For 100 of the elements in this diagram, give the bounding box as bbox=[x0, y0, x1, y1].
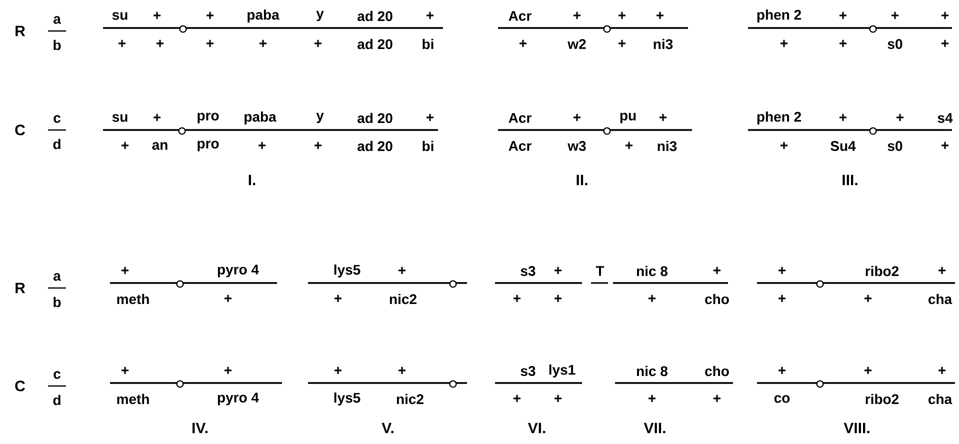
gene-label: s3 bbox=[520, 366, 536, 376]
gene-label: co bbox=[774, 395, 790, 403]
gene-label: lys5 bbox=[334, 264, 360, 278]
gene-label: cha bbox=[928, 294, 952, 304]
gene-label: + bbox=[864, 294, 872, 302]
gene-label: pro bbox=[198, 140, 219, 152]
gene-label: Acr bbox=[508, 141, 532, 151]
gene-label: bi bbox=[422, 38, 434, 50]
gene-label: su bbox=[112, 12, 128, 20]
gene-label: + bbox=[618, 40, 626, 47]
gene-label: + bbox=[938, 266, 946, 274]
gene-label: ni3 bbox=[658, 140, 677, 152]
gene-label: + bbox=[892, 12, 899, 19]
gene-label: + bbox=[714, 394, 721, 402]
gene-label: ad 20 bbox=[358, 112, 392, 124]
gene-label: y bbox=[316, 10, 324, 22]
chromosome-number: IV. bbox=[192, 422, 208, 434]
gene-label: y bbox=[316, 112, 324, 124]
gene-label: + bbox=[154, 12, 161, 19]
row-letter: C bbox=[15, 124, 25, 136]
gene-label: + bbox=[520, 40, 527, 47]
gene-label: + bbox=[398, 266, 406, 274]
chromosome-number: I. bbox=[248, 174, 256, 186]
fraction-letter: b bbox=[54, 40, 61, 50]
row-letter: R bbox=[16, 26, 26, 36]
chromosome-number: III. bbox=[842, 174, 858, 186]
fraction-letter: c bbox=[54, 371, 60, 379]
gene-label: Su4 bbox=[830, 141, 856, 151]
fraction-letter: b bbox=[54, 296, 61, 308]
gene-label: + bbox=[224, 366, 232, 374]
gene-label: meth bbox=[117, 294, 149, 304]
gene-label: + bbox=[122, 266, 129, 274]
gene-label: ni3 bbox=[654, 38, 673, 50]
fraction-letter: d bbox=[53, 138, 60, 150]
chromosome-number: II. bbox=[576, 174, 588, 186]
gene-label: + bbox=[660, 114, 667, 121]
gene-label: ribo2 bbox=[866, 266, 899, 276]
gene-label: + bbox=[648, 394, 656, 402]
gene-label: nic 8 bbox=[636, 366, 668, 376]
gene-label: + bbox=[896, 114, 904, 121]
gene-label: lys5 bbox=[334, 392, 360, 406]
gene-label: su bbox=[112, 114, 128, 122]
gene-label: + bbox=[154, 114, 161, 121]
gene-label: phen 2 bbox=[757, 9, 801, 23]
gene-label: + bbox=[778, 294, 786, 302]
gene-label: an bbox=[152, 142, 168, 150]
translocation-label: T bbox=[591, 266, 608, 284]
gene-label: + bbox=[206, 40, 214, 47]
fraction-letter: d bbox=[53, 394, 60, 406]
gene-label: + bbox=[574, 114, 581, 121]
gene-label: + bbox=[206, 12, 214, 19]
gene-label: s4 bbox=[938, 113, 953, 123]
gene-label: + bbox=[780, 40, 788, 47]
gene-label: nic2 bbox=[390, 294, 416, 304]
gene-label: + bbox=[314, 40, 322, 47]
gene-label: + bbox=[398, 366, 406, 374]
gene-label: lys1 bbox=[549, 364, 576, 378]
gene-label: paba bbox=[248, 9, 280, 23]
gene-label: nic2 bbox=[396, 394, 424, 404]
gene-label: cho bbox=[705, 294, 729, 304]
gene-label: + bbox=[778, 366, 786, 374]
gene-label: + bbox=[840, 114, 847, 121]
gene-label: + bbox=[334, 294, 342, 302]
chromosome-number: V. bbox=[382, 422, 394, 434]
chromosome-number: VIII. bbox=[844, 422, 870, 434]
gene-label: + bbox=[122, 142, 129, 149]
fraction-letter: a bbox=[54, 16, 61, 24]
gene-label: + bbox=[156, 40, 164, 47]
gene-label: + bbox=[942, 142, 949, 149]
gene-label: + bbox=[554, 294, 562, 302]
chromosome-number: VII. bbox=[644, 422, 666, 434]
gene-label: Acr bbox=[508, 11, 532, 21]
gene-label: + bbox=[626, 142, 633, 149]
gene-label: + bbox=[314, 142, 322, 149]
fraction-letter: c bbox=[54, 115, 60, 123]
gene-label: + bbox=[648, 294, 656, 302]
row-letter: R bbox=[16, 282, 26, 294]
gene-label: nic 8 bbox=[636, 266, 668, 276]
gene-label: + bbox=[258, 142, 266, 149]
gene-label: + bbox=[942, 40, 949, 47]
gene-label: + bbox=[122, 366, 129, 374]
gene-label: ad 20 bbox=[358, 10, 392, 22]
gene-label: s0 bbox=[888, 39, 902, 49]
gene-label: cho bbox=[705, 366, 729, 376]
gene-label: s3 bbox=[520, 266, 536, 276]
gene-label: + bbox=[260, 40, 267, 47]
gene-label: ad 20 bbox=[358, 140, 392, 152]
gene-label: + bbox=[618, 12, 626, 19]
gene-label: Acr bbox=[508, 113, 532, 123]
gene-label: w2 bbox=[568, 39, 586, 49]
gene-label: + bbox=[514, 294, 521, 302]
gene-label: + bbox=[426, 12, 434, 19]
gene-label: + bbox=[840, 40, 847, 47]
chromosome-number: VI. bbox=[528, 422, 546, 434]
gene-label: + bbox=[118, 40, 126, 47]
gene-label: ad 20 bbox=[358, 38, 392, 50]
gene-label: + bbox=[780, 142, 788, 149]
gene-label: paba bbox=[244, 111, 276, 125]
gene-label: + bbox=[554, 394, 562, 402]
gene-label: pu bbox=[620, 112, 636, 124]
